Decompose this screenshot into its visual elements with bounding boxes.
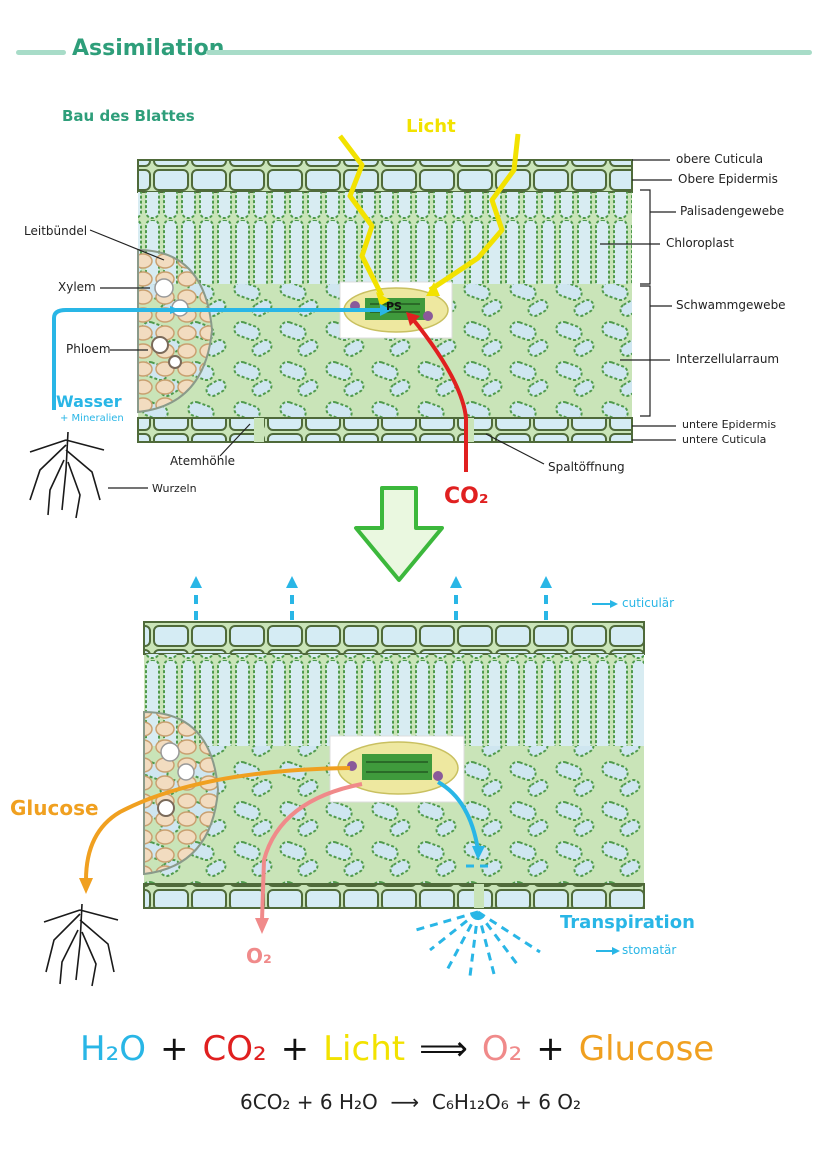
label-ps: PS <box>386 300 402 313</box>
label-xylem: Xylem <box>58 280 96 294</box>
eq-plus-1: + <box>159 1029 189 1069</box>
label-untere-epidermis: untere Epidermis <box>682 418 777 431</box>
label-interzellularraum: Interzellularraum <box>676 352 780 366</box>
label-cuticulaer: cuticulär <box>622 596 675 610</box>
label-phloem: Phloem <box>66 342 111 356</box>
page-title: Assimilation <box>72 36 225 61</box>
label-leitbuendel: Leitbündel <box>24 224 88 238</box>
label-glucose: Glucose <box>10 796 99 820</box>
title-line-right <box>206 50 812 55</box>
section-subtitle: Bau des Blattes <box>62 107 195 125</box>
roots-bottom <box>43 903 119 987</box>
eq-plus-2: + <box>280 1029 310 1069</box>
eq-h2o: H₂O <box>80 1029 146 1069</box>
eq-glucose: Glucose <box>578 1029 715 1069</box>
label-palisadengewebe: Palisadengewebe <box>680 204 785 218</box>
label-obere-cuticula: obere Cuticula <box>676 152 764 166</box>
label-licht: Licht <box>406 116 456 137</box>
bottom-leaf <box>143 621 645 909</box>
eq-o2: O₂ <box>481 1029 523 1069</box>
label-mineralien: + Mineralien <box>60 413 124 424</box>
eq-licht: Licht <box>323 1029 406 1069</box>
label-stomataer: stomatär <box>622 943 677 957</box>
chemical-equation: 6CO₂ + 6 H₂O ⟶ C₆H₁₂O₆ + 6 O₂ <box>240 1090 582 1114</box>
label-schwammgewebe: Schwammgewebe <box>676 298 786 312</box>
roots-top <box>29 431 105 519</box>
label-untere-cuticula: untere Cuticula <box>682 433 767 446</box>
label-chloroplast: Chloroplast <box>666 236 734 250</box>
label-wurzeln: Wurzeln <box>152 482 197 495</box>
eq-plus-3: + <box>536 1029 565 1069</box>
title-line-left <box>16 50 66 55</box>
label-spaltoeffnung: Spaltöffnung <box>548 460 625 474</box>
label-atemhoehle: Atemhöhle <box>170 454 236 468</box>
label-co2-top: CO₂ <box>444 484 489 509</box>
word-equation: H₂O + CO₂ + Licht ⟹ O₂ + Glucose <box>80 1026 760 1072</box>
label-o2: O₂ <box>246 944 272 968</box>
label-obere-epidermis: Obere Epidermis <box>678 172 778 186</box>
label-wasser: Wasser <box>56 392 122 411</box>
label-transpiration: Transpiration <box>560 912 695 933</box>
eq-arrow: ⟹ <box>419 1029 468 1069</box>
eq-co2: CO₂ <box>202 1029 267 1069</box>
